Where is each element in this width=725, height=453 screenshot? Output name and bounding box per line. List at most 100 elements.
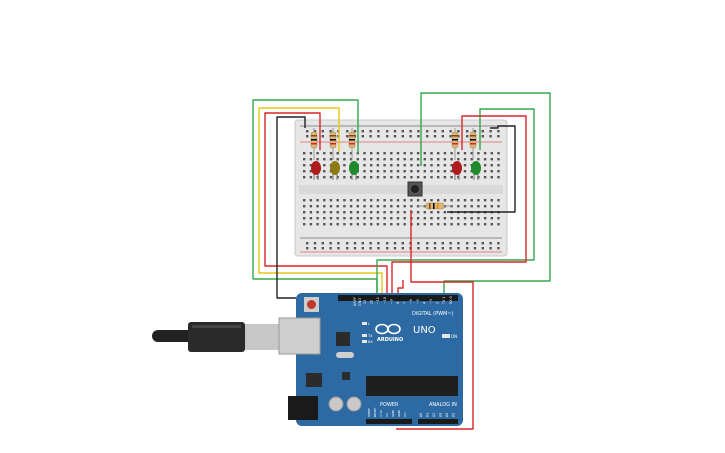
hole <box>477 199 480 202</box>
led-red-right <box>452 161 462 180</box>
rail-hole <box>346 135 349 138</box>
rail-hole <box>409 135 412 138</box>
hole <box>336 211 339 214</box>
board-brand-label: ARDUINO <box>377 337 403 343</box>
wire-red-button <box>396 210 474 430</box>
rail-hole <box>353 247 357 250</box>
hole <box>349 199 353 202</box>
hole <box>303 176 306 179</box>
hole <box>483 176 487 179</box>
hole <box>410 170 413 173</box>
hole <box>403 217 406 220</box>
hole <box>396 158 400 161</box>
rail-hole <box>369 130 372 133</box>
rx-led-label: RX <box>368 340 373 344</box>
hole <box>329 223 333 226</box>
hole <box>336 223 339 226</box>
analog-pin-label: A3 <box>439 413 443 417</box>
hole <box>390 170 393 173</box>
hole <box>483 205 487 208</box>
hole <box>416 152 420 155</box>
hole <box>470 152 473 155</box>
hole <box>343 199 346 202</box>
hole <box>416 164 420 167</box>
usb-connector <box>245 324 280 350</box>
hole <box>490 199 493 202</box>
aref-label: AREF <box>353 297 357 306</box>
hole <box>383 211 386 214</box>
reset-button[interactable] <box>307 300 316 309</box>
rail-hole <box>306 242 309 245</box>
hole <box>370 211 373 214</box>
hole <box>363 211 366 214</box>
hole <box>437 164 440 167</box>
rail-hole <box>313 247 317 250</box>
hole <box>309 170 313 173</box>
hole <box>403 164 406 167</box>
hole <box>470 176 473 179</box>
rail-hole <box>433 135 437 138</box>
hole <box>450 152 453 155</box>
push-button[interactable] <box>407 181 423 197</box>
hole <box>416 211 420 214</box>
hole <box>410 152 413 155</box>
hole <box>443 158 447 161</box>
rail-hole <box>473 130 477 133</box>
hole <box>383 217 386 220</box>
hole <box>376 217 380 220</box>
power-pin-label: Vin <box>403 412 407 417</box>
analog-pin-label: A4 <box>445 413 449 417</box>
rail-hole <box>386 130 389 133</box>
hole <box>376 176 380 179</box>
hole <box>430 199 433 202</box>
hole <box>457 176 460 179</box>
l-led <box>362 322 367 325</box>
hole <box>437 158 440 161</box>
hole <box>437 170 440 173</box>
hole <box>450 199 453 202</box>
hole <box>329 211 333 214</box>
hole <box>443 211 447 214</box>
hole <box>356 199 359 202</box>
rail-hole <box>377 247 380 250</box>
rail-hole <box>369 247 372 250</box>
rail-hole <box>497 135 500 138</box>
rail-hole <box>401 130 404 133</box>
hole <box>497 152 500 155</box>
rail-hole <box>489 242 492 245</box>
hole <box>376 199 380 202</box>
hole <box>483 199 487 202</box>
hole <box>463 152 467 155</box>
hole <box>416 223 420 226</box>
hole <box>343 176 346 179</box>
hole <box>396 164 400 167</box>
on-led <box>442 334 450 338</box>
hole <box>403 205 406 208</box>
hole <box>430 158 433 161</box>
rail-hole <box>417 130 420 133</box>
hole <box>349 152 353 155</box>
hole <box>303 205 306 208</box>
hole <box>370 152 373 155</box>
hole <box>463 176 467 179</box>
hole <box>457 158 460 161</box>
rail-hole <box>449 242 452 245</box>
power-pin-label: 3.3V <box>379 409 383 417</box>
hole <box>443 176 447 179</box>
hole <box>323 176 326 179</box>
hole <box>396 152 400 155</box>
hole <box>490 205 493 208</box>
digital-pin-label: ~9 <box>389 299 393 304</box>
rail-hole <box>361 130 364 133</box>
resistor-left-3 <box>348 128 356 160</box>
hole <box>329 152 333 155</box>
hole <box>423 170 426 173</box>
hole <box>363 170 366 173</box>
hole <box>323 205 326 208</box>
rail-hole <box>321 135 324 138</box>
hole <box>483 158 487 161</box>
hole <box>416 217 420 220</box>
hole <box>430 223 433 226</box>
hole <box>497 199 500 202</box>
